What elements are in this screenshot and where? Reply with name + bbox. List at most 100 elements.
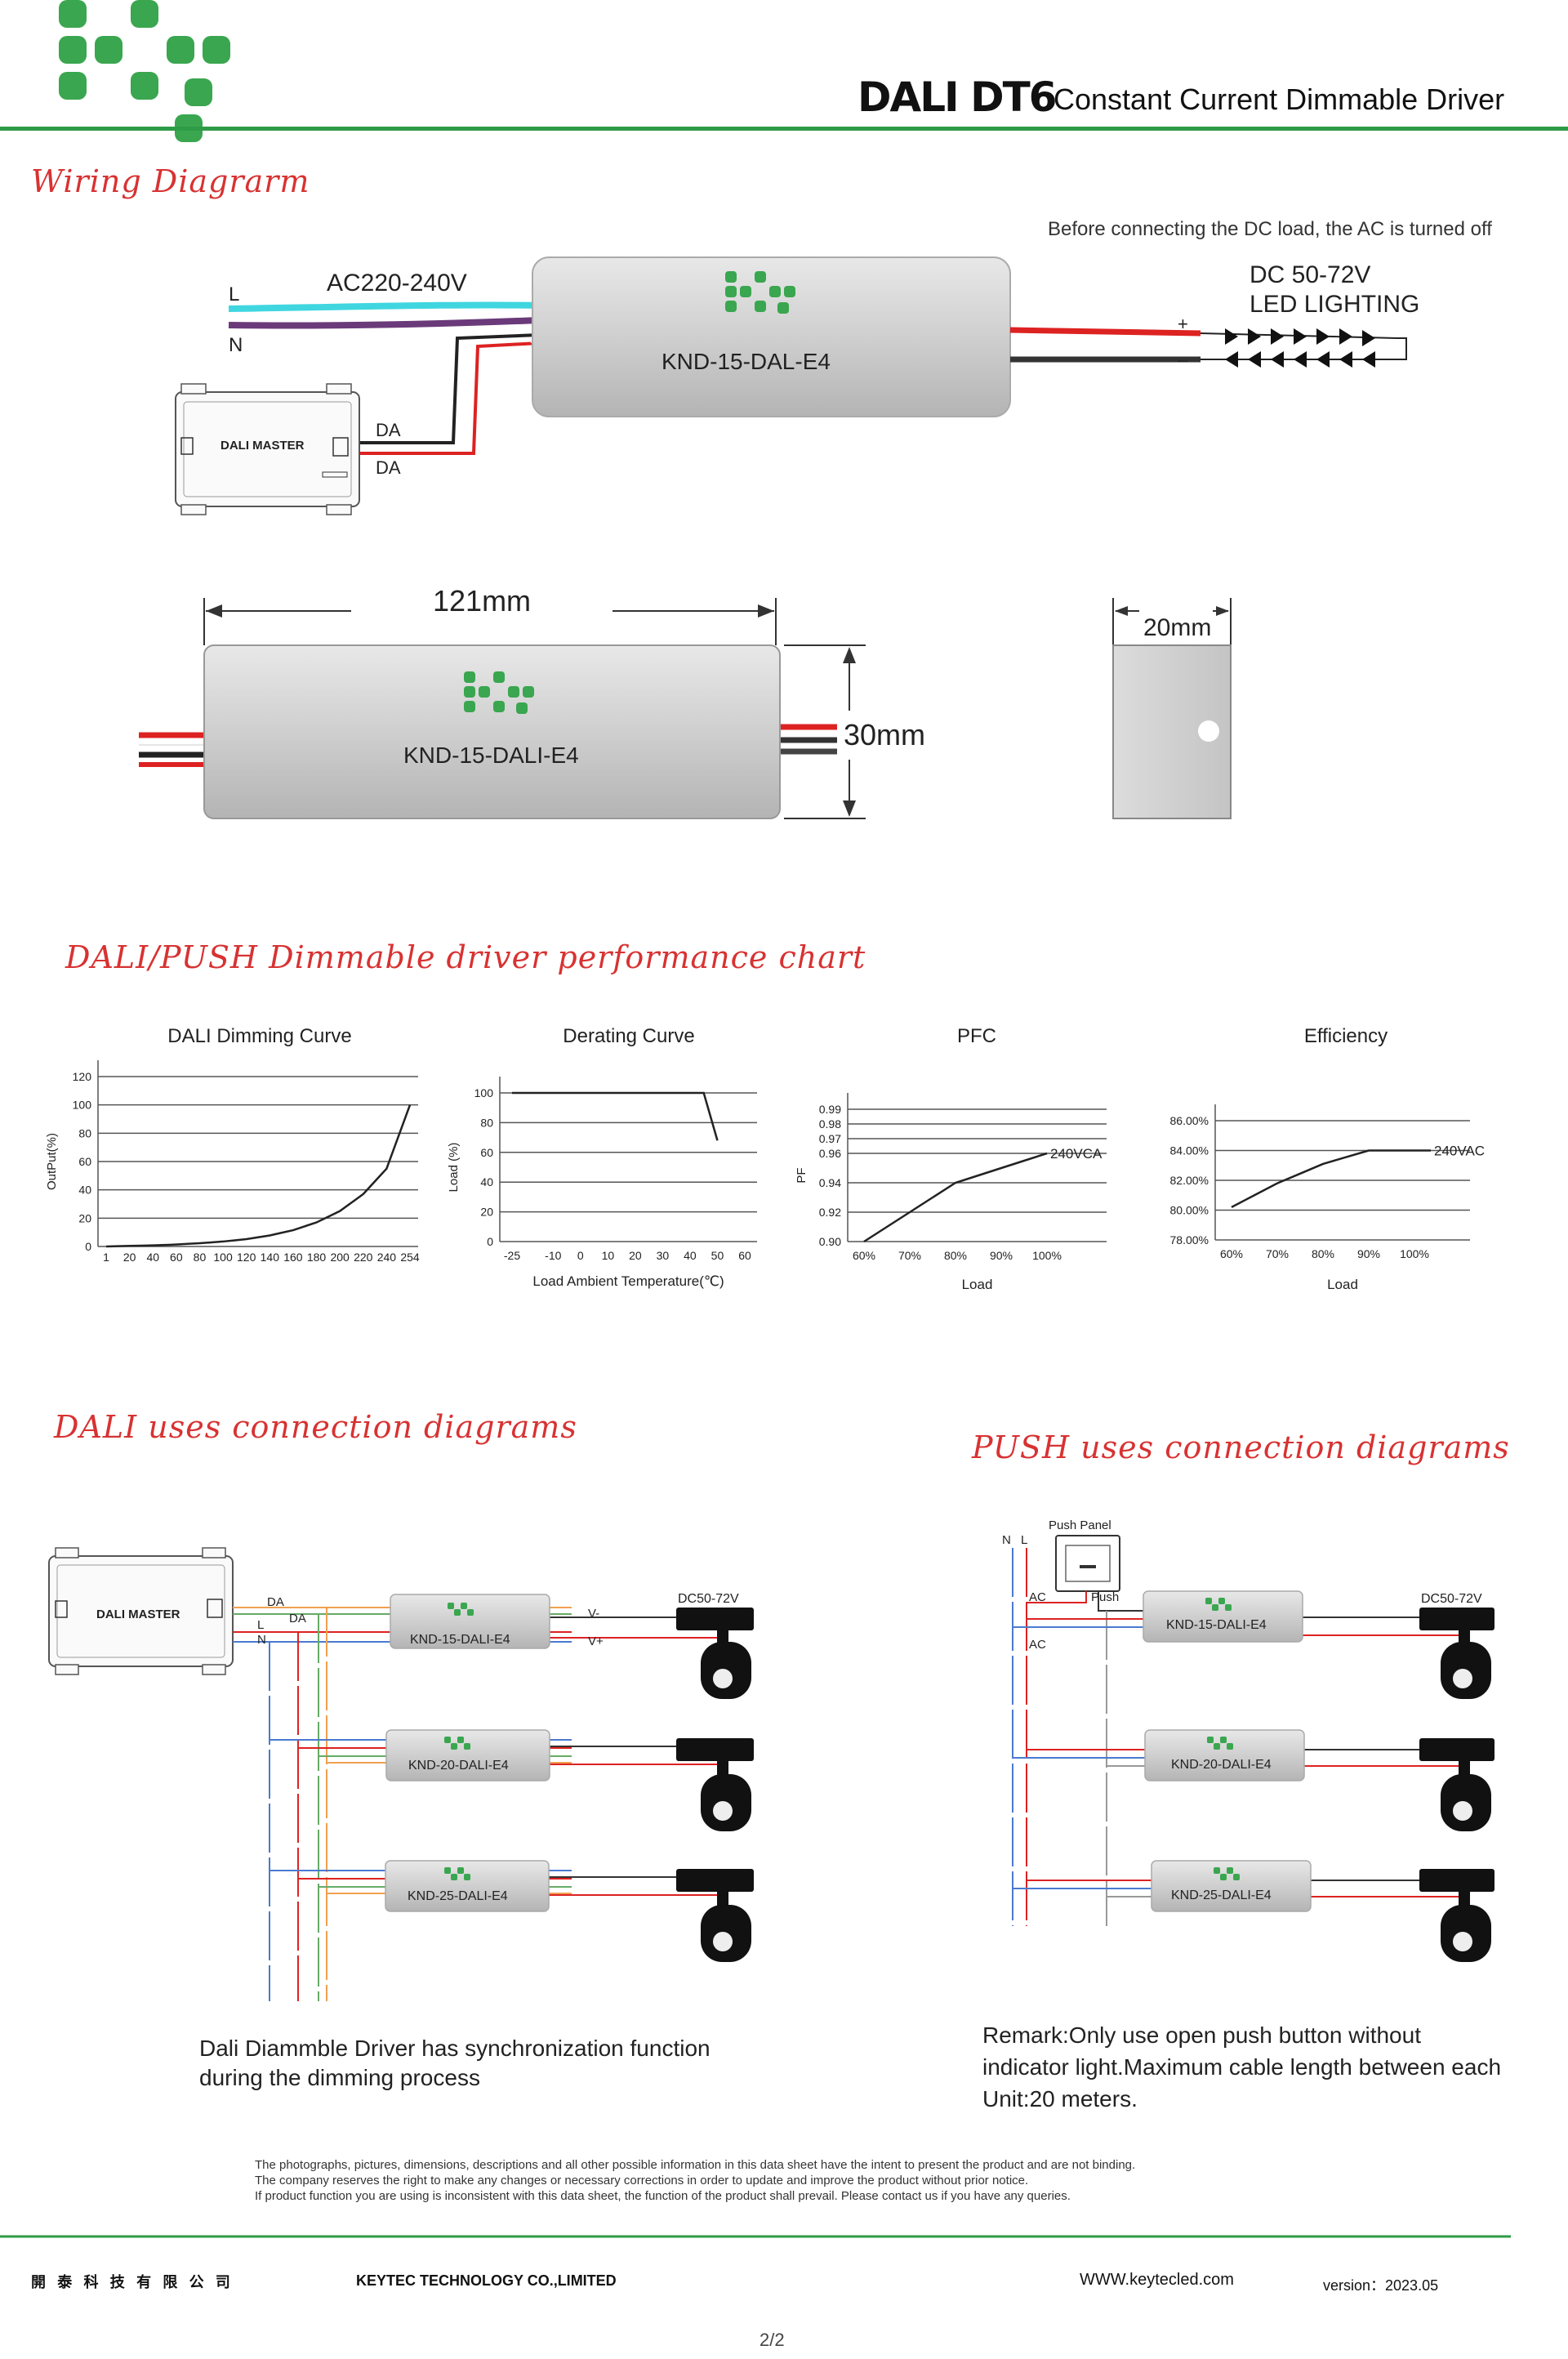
chart3-series-label: 240VCA [1050,1146,1102,1162]
push-connection-diagram [1012,1535,1494,1962]
push-conn-section-title: PUSH uses connection diagrams [972,1429,1510,1465]
wiring-plus: + [1178,314,1188,334]
dali-conn-note: Dali Diammble Driver has synchronization… [199,2036,710,2090]
chart3-title: PFC [957,1025,996,1047]
chart4-x-tick: 100% [1400,1247,1429,1260]
dali-conn-section-title: DALI uses connection diagrams [54,1409,577,1445]
chart2-y-tick: 80 [480,1116,493,1129]
chart3-y-tick: 0.92 [819,1206,841,1219]
chart3-y-tick: 0.90 [819,1235,841,1248]
chart4-x-label: Load [1327,1277,1358,1292]
chart4-y-tick: 82.00% [1170,1174,1209,1187]
wiring-da1: DA [376,420,401,440]
chart4-series-label: 240VAC [1434,1144,1485,1159]
chart4-y-tick: 86.00% [1170,1114,1209,1127]
dali-conn-master-label: DALI MASTER [96,1608,180,1621]
wiring-n-label: N [229,334,243,356]
chart2-y-label: Load (%) [447,1143,461,1193]
chart1-x-tick: 1 [103,1251,109,1264]
performance-section-title: DALI/PUSH Dimmable driver performance ch… [65,939,866,975]
chart2-x-tick: 60 [738,1249,751,1262]
dim-width-label: 20mm [1143,614,1211,641]
chart1-y-tick: 0 [85,1240,91,1253]
push-model-2: KND-20-DALI-E4 [1171,1758,1272,1772]
wiring-dc-label: DC 50-72V [1250,261,1370,288]
chart3-x-tick: 70% [898,1249,921,1262]
header-title-rest: Constant Current Dimmable Driver [1054,82,1504,116]
chart1-y-tick: 80 [78,1126,91,1139]
wiring-note: Before connecting the DC load, the AC is… [1048,218,1492,240]
chart3-x-tick: 100% [1032,1249,1062,1262]
dali-conn-l: L [257,1618,264,1632]
chart1-x-tick: 80 [194,1251,207,1264]
wiring-da2: DA [376,457,401,478]
chart3-x-tick: 80% [944,1249,967,1262]
push-model-3: KND-25-DALI-E4 [1171,1889,1272,1902]
disclaimer-line-3: If product function you are using is inc… [255,2189,1071,2203]
page-number: 2/2 [760,2330,785,2350]
chart3-y-tick: 0.98 [819,1117,841,1130]
dali-conn-da2: DA [289,1612,306,1625]
dali-connection-diagram [48,1547,754,2001]
chart3-x-tick: 90% [990,1249,1013,1262]
chart1-x-tick: 240 [377,1251,397,1264]
chart1-x-tick: 100 [213,1251,233,1264]
push-l-label: L [1021,1533,1027,1547]
push-conn-note: Remark:Only use open push button without… [982,2022,1502,2112]
wiring-diagram [175,256,1407,515]
chart3-y-tick: 0.94 [819,1176,841,1189]
chart1-x-tick: 254 [400,1251,420,1264]
dim-model-label: KND-15-DALI-E4 [403,742,579,768]
wiring-section-title: Wiring Diagrarm [31,163,310,199]
chart2-x-tick: 20 [629,1249,642,1262]
chart1-y-tick: 100 [73,1099,92,1112]
dimension-drawing [139,598,1232,819]
wiring-minus: – [1178,350,1188,370]
chart2-x-label: Load Ambient Temperature(℃) [532,1273,724,1289]
wiring-model-label: KND-15-DAL-E4 [662,349,831,374]
chart2-x-tick: 0 [577,1249,584,1262]
chart2-series-line [512,1091,719,1141]
chart2-y-tick: 40 [480,1175,493,1188]
dali-conn-v-minus: V- [588,1607,599,1621]
footer-website[interactable]: WWW.keytecled.com [1080,2271,1234,2289]
chart1-y-label: OutPut(%) [45,1133,59,1190]
chart2-x-tick: 30 [657,1249,670,1262]
chart4-x-tick: 60% [1220,1247,1243,1260]
push-push-label: Push [1091,1590,1119,1604]
wiring-l-label: L [229,283,239,305]
chart2-x-tick: 10 [602,1249,615,1262]
chart1-x-tick: 160 [283,1251,303,1264]
chart1-y-tick: 20 [78,1211,91,1224]
chart1-x-tick: 60 [170,1251,183,1264]
chart2-x-tick: 40 [684,1249,697,1262]
chart1-y-tick: 60 [78,1155,91,1168]
dim-length-label: 121mm [433,584,531,618]
chart4-y-tick: 78.00% [1170,1233,1209,1246]
chart1-title: DALI Dimming Curve [167,1025,351,1047]
chart3-x-tick: 60% [853,1249,875,1262]
dali-conn-model-1: KND-15-DALI-E4 [410,1633,510,1647]
chart1-y-tick: 40 [78,1184,91,1197]
chart2-y-tick: 0 [487,1235,493,1248]
chart2-x-tick: 50 [711,1249,724,1262]
chart4-y-tick: 80.00% [1170,1204,1209,1217]
chart3-y-tick: 0.99 [819,1103,841,1116]
chart2-y-tick: 60 [480,1146,493,1159]
push-model-1: KND-15-DALI-E4 [1166,1618,1267,1632]
footer-cn-name: 開 泰 科 技 有 限 公 司 [31,2274,234,2291]
header-rule [0,127,1568,131]
chart3-y-tick: 0.96 [819,1147,841,1160]
push-ac1-label: AC [1029,1590,1046,1604]
dali-conn-da1: DA [267,1595,284,1609]
chart1-x-tick: 200 [330,1251,350,1264]
chart2-title: Derating Curve [563,1025,694,1047]
dali-conn-n: N [257,1633,266,1647]
footer-version: version：2023.05 [1323,2277,1439,2294]
disclaimer-line-1: The photographs, pictures, dimensions, d… [255,2158,1136,2172]
push-panel-label: Push Panel [1049,1518,1111,1532]
wiring-ac-label: AC220-240V [327,270,467,297]
wiring-led-label: LED LIGHTING [1250,291,1419,318]
